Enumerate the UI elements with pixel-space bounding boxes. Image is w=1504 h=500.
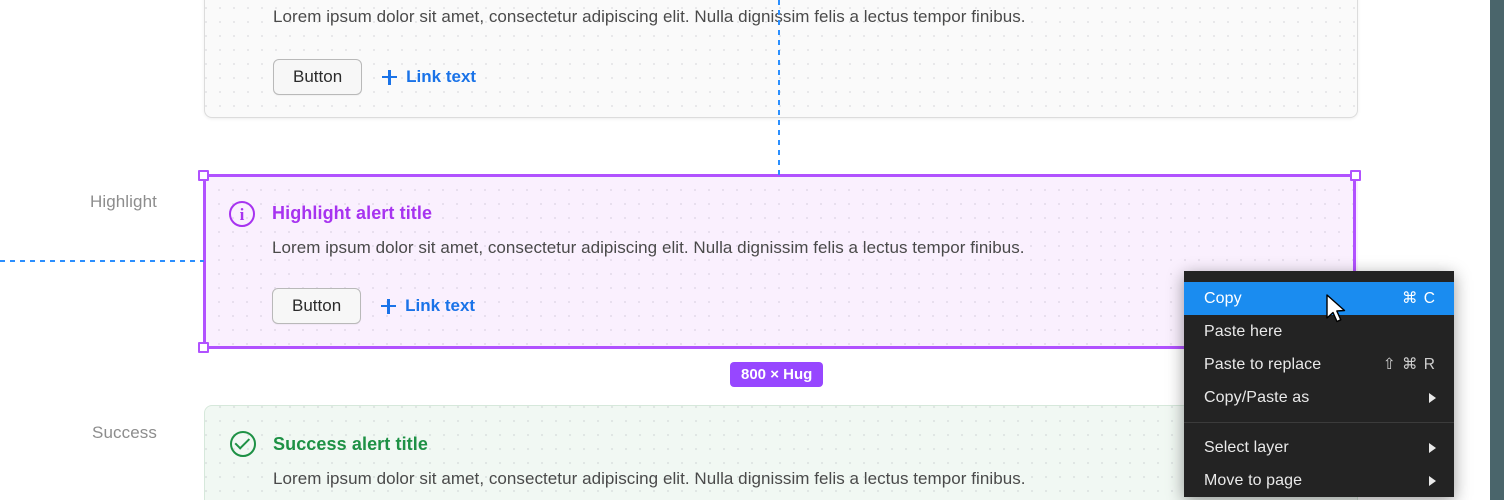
smart-guide-horizontal bbox=[0, 260, 204, 262]
smart-guide-vertical bbox=[778, 0, 780, 176]
menu-item-copy-paste-as[interactable]: Copy/Paste as bbox=[1184, 381, 1454, 414]
menu-item-paste-here[interactable]: Paste here bbox=[1184, 315, 1454, 348]
alert-title: Highlight alert title bbox=[272, 203, 433, 223]
alert-link-label: Link text bbox=[406, 67, 477, 86]
alert-actions: Button Link text bbox=[272, 288, 475, 324]
alert-card-highlight[interactable]: i Highlight alert title Lorem ipsum dolo… bbox=[204, 175, 1358, 348]
info-circle-icon: i bbox=[229, 201, 255, 227]
plus-icon bbox=[381, 298, 397, 314]
menu-separator bbox=[1184, 422, 1454, 423]
alert-actions: Button Link text bbox=[273, 59, 476, 95]
alert-body-text: Lorem ipsum dolor sit amet, consectetur … bbox=[273, 469, 1026, 488]
submenu-arrow-icon bbox=[1429, 442, 1436, 453]
info-letter: i bbox=[239, 204, 245, 224]
selection-edge-bottom bbox=[204, 346, 1356, 349]
alert-card-success[interactable]: Success alert title Lorem ipsum dolor si… bbox=[204, 405, 1358, 500]
alert-link-label: Link text bbox=[405, 296, 476, 315]
submenu-arrow-icon bbox=[1429, 392, 1436, 403]
check-mark bbox=[234, 434, 251, 450]
resize-handle-top-right[interactable] bbox=[1350, 170, 1361, 181]
right-edge-strip bbox=[1490, 0, 1504, 500]
menu-item-move-to-page[interactable]: Move to page bbox=[1184, 464, 1454, 497]
row-label-success: Success bbox=[92, 423, 157, 442]
menu-item-label: Select layer bbox=[1204, 438, 1289, 456]
menu-item-label: Copy bbox=[1204, 289, 1242, 307]
menu-item-label: Copy/Paste as bbox=[1204, 388, 1310, 406]
row-label-highlight: Highlight bbox=[89, 192, 157, 211]
menu-item-copy[interactable]: Copy ⌘ C bbox=[1184, 282, 1454, 315]
menu-item-label: Move to page bbox=[1204, 471, 1303, 489]
menu-item-shortcut: ⌘ C bbox=[1402, 290, 1436, 307]
submenu-arrow-icon bbox=[1429, 475, 1436, 486]
alert-button[interactable]: Button bbox=[272, 288, 362, 324]
alert-link[interactable]: Link text bbox=[381, 296, 475, 316]
alert-card-neutral[interactable]: Lorem ipsum dolor sit amet, consectetur … bbox=[204, 0, 1358, 118]
menu-item-select-layer[interactable]: Select layer bbox=[1184, 431, 1454, 464]
check-circle-icon bbox=[230, 431, 256, 457]
selection-edge-top bbox=[204, 174, 1356, 177]
menu-item-label: Paste to replace bbox=[1204, 355, 1322, 373]
menu-item-shortcut: ⇧ ⌘ R bbox=[1382, 356, 1436, 373]
alert-body-text: Lorem ipsum dolor sit amet, consectetur … bbox=[273, 7, 1026, 26]
alert-link[interactable]: Link text bbox=[382, 67, 476, 87]
selection-edge-left bbox=[203, 174, 206, 349]
alert-button[interactable]: Button bbox=[273, 59, 363, 95]
resize-handle-bottom-left[interactable] bbox=[198, 342, 209, 353]
alert-body-text: Lorem ipsum dolor sit amet, consectetur … bbox=[272, 238, 1025, 257]
alert-title: Success alert title bbox=[273, 434, 428, 454]
menu-item-paste-to-replace[interactable]: Paste to replace ⇧ ⌘ R bbox=[1184, 348, 1454, 381]
resize-handle-top-left[interactable] bbox=[198, 170, 209, 181]
selection-edge-right bbox=[1353, 174, 1356, 349]
menu-item-label: Paste here bbox=[1204, 322, 1283, 340]
plus-icon bbox=[382, 69, 398, 85]
size-badge: 800 × Hug bbox=[730, 362, 824, 387]
